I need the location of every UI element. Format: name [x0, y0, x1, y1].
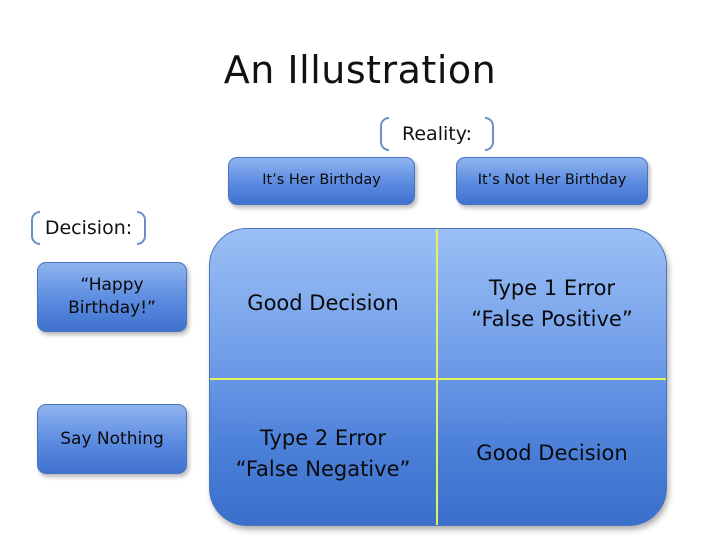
cell-text: Good Decision	[247, 291, 399, 316]
row-header-line: “Happy	[80, 275, 144, 296]
row-header-happy-birthday: “Happy Birthday!”	[37, 262, 187, 332]
cell-text: Type 2 Error	[259, 426, 387, 451]
matrix-cell-type-2-error: Type 2 Error “False Negative”	[210, 380, 436, 525]
reality-label-text: Reality:	[402, 123, 472, 145]
row-header-say-nothing: Say Nothing	[37, 404, 187, 474]
cell-text: Type 1 Error	[488, 276, 616, 301]
left-bracket-icon	[31, 211, 40, 245]
matrix-cell-good-decision-2: Good Decision	[438, 380, 666, 525]
decision-label-text: Decision:	[44, 217, 133, 239]
row-header-line: Say Nothing	[60, 428, 164, 449]
right-bracket-icon	[137, 211, 146, 245]
decision-matrix: Good Decision Type 1 Error “False Positi…	[209, 228, 667, 526]
row-header-line: Birthday!”	[68, 298, 156, 318]
cell-text: Good Decision	[476, 441, 628, 466]
left-bracket-icon	[380, 117, 389, 151]
cell-text: “False Negative”	[235, 456, 411, 481]
matrix-cell-type-1-error: Type 1 Error “False Positive”	[438, 229, 666, 378]
matrix-cell-good-decision-1: Good Decision	[210, 229, 436, 378]
matrix-horizontal-divider	[210, 378, 666, 380]
column-header-birthday: It’s Her Birthday	[228, 157, 415, 205]
reality-label: Reality:	[380, 117, 494, 151]
slide-title: An Illustration	[223, 48, 497, 92]
column-header-text: It’s Her Birthday	[262, 172, 381, 189]
column-header-not-birthday: It’s Not Her Birthday	[456, 157, 648, 205]
decision-label: Decision:	[31, 211, 146, 245]
column-header-text: It’s Not Her Birthday	[477, 172, 627, 189]
right-bracket-icon	[485, 117, 494, 151]
matrix-vertical-divider	[436, 229, 438, 525]
cell-text: “False Positive”	[471, 306, 633, 331]
